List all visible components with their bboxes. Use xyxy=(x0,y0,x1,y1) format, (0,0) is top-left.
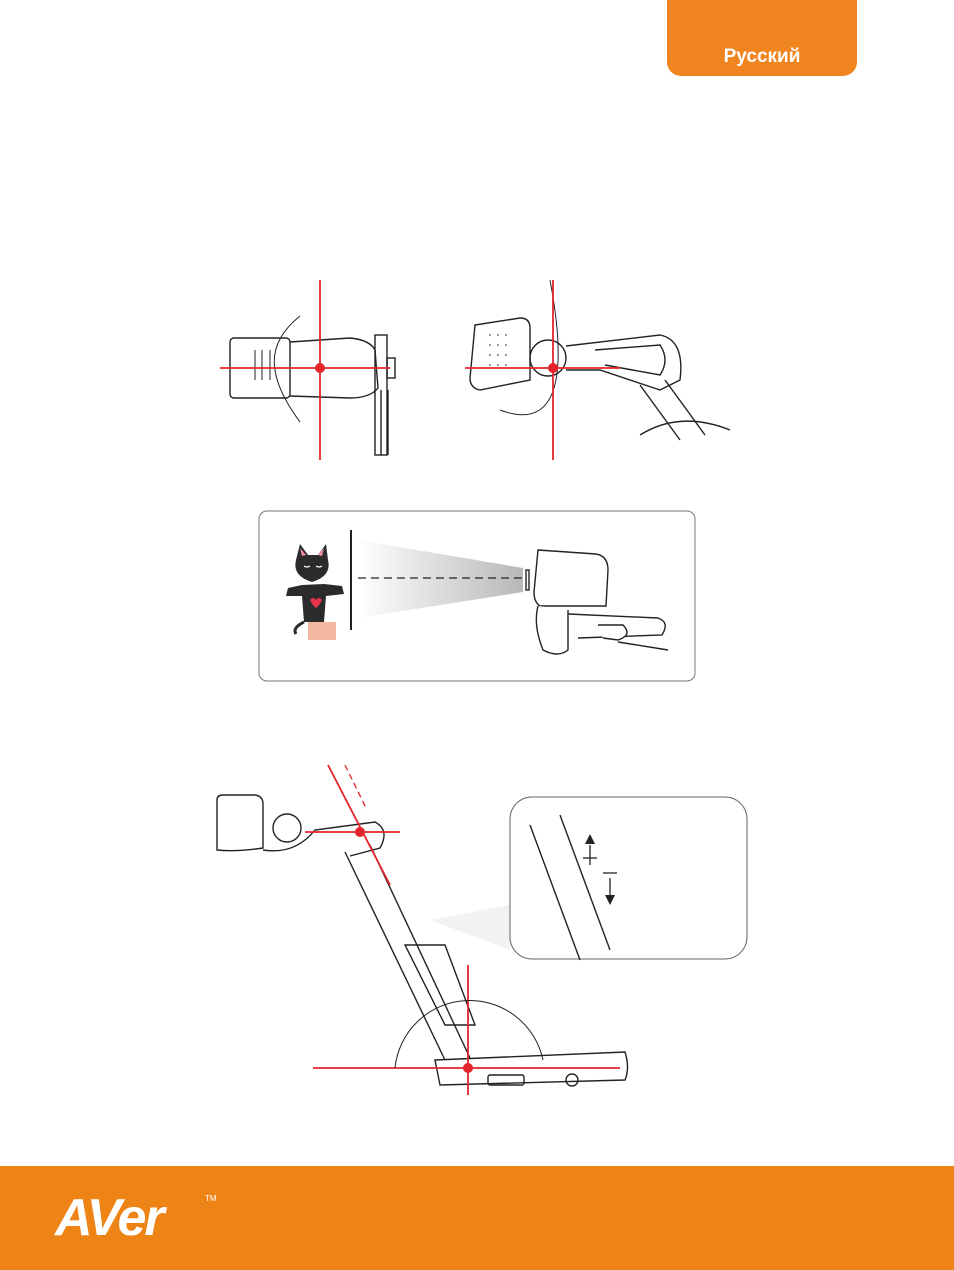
camera-head-rotation-diagram xyxy=(200,270,760,470)
footer-bar: AVer TM xyxy=(0,1166,954,1270)
camera-side-view-icon xyxy=(470,280,730,440)
arm-tilt-extension-diagram xyxy=(205,760,750,1110)
camera-front-view-icon xyxy=(230,316,395,455)
arm-extension-detail-callout xyxy=(430,797,747,960)
language-tab: Русский xyxy=(667,0,857,76)
trademark-mark: TM xyxy=(205,1194,217,1203)
logo-text: AVer xyxy=(55,1188,163,1248)
camera-facing-cat-illustration xyxy=(258,510,698,685)
language-label: Русский xyxy=(724,46,801,68)
